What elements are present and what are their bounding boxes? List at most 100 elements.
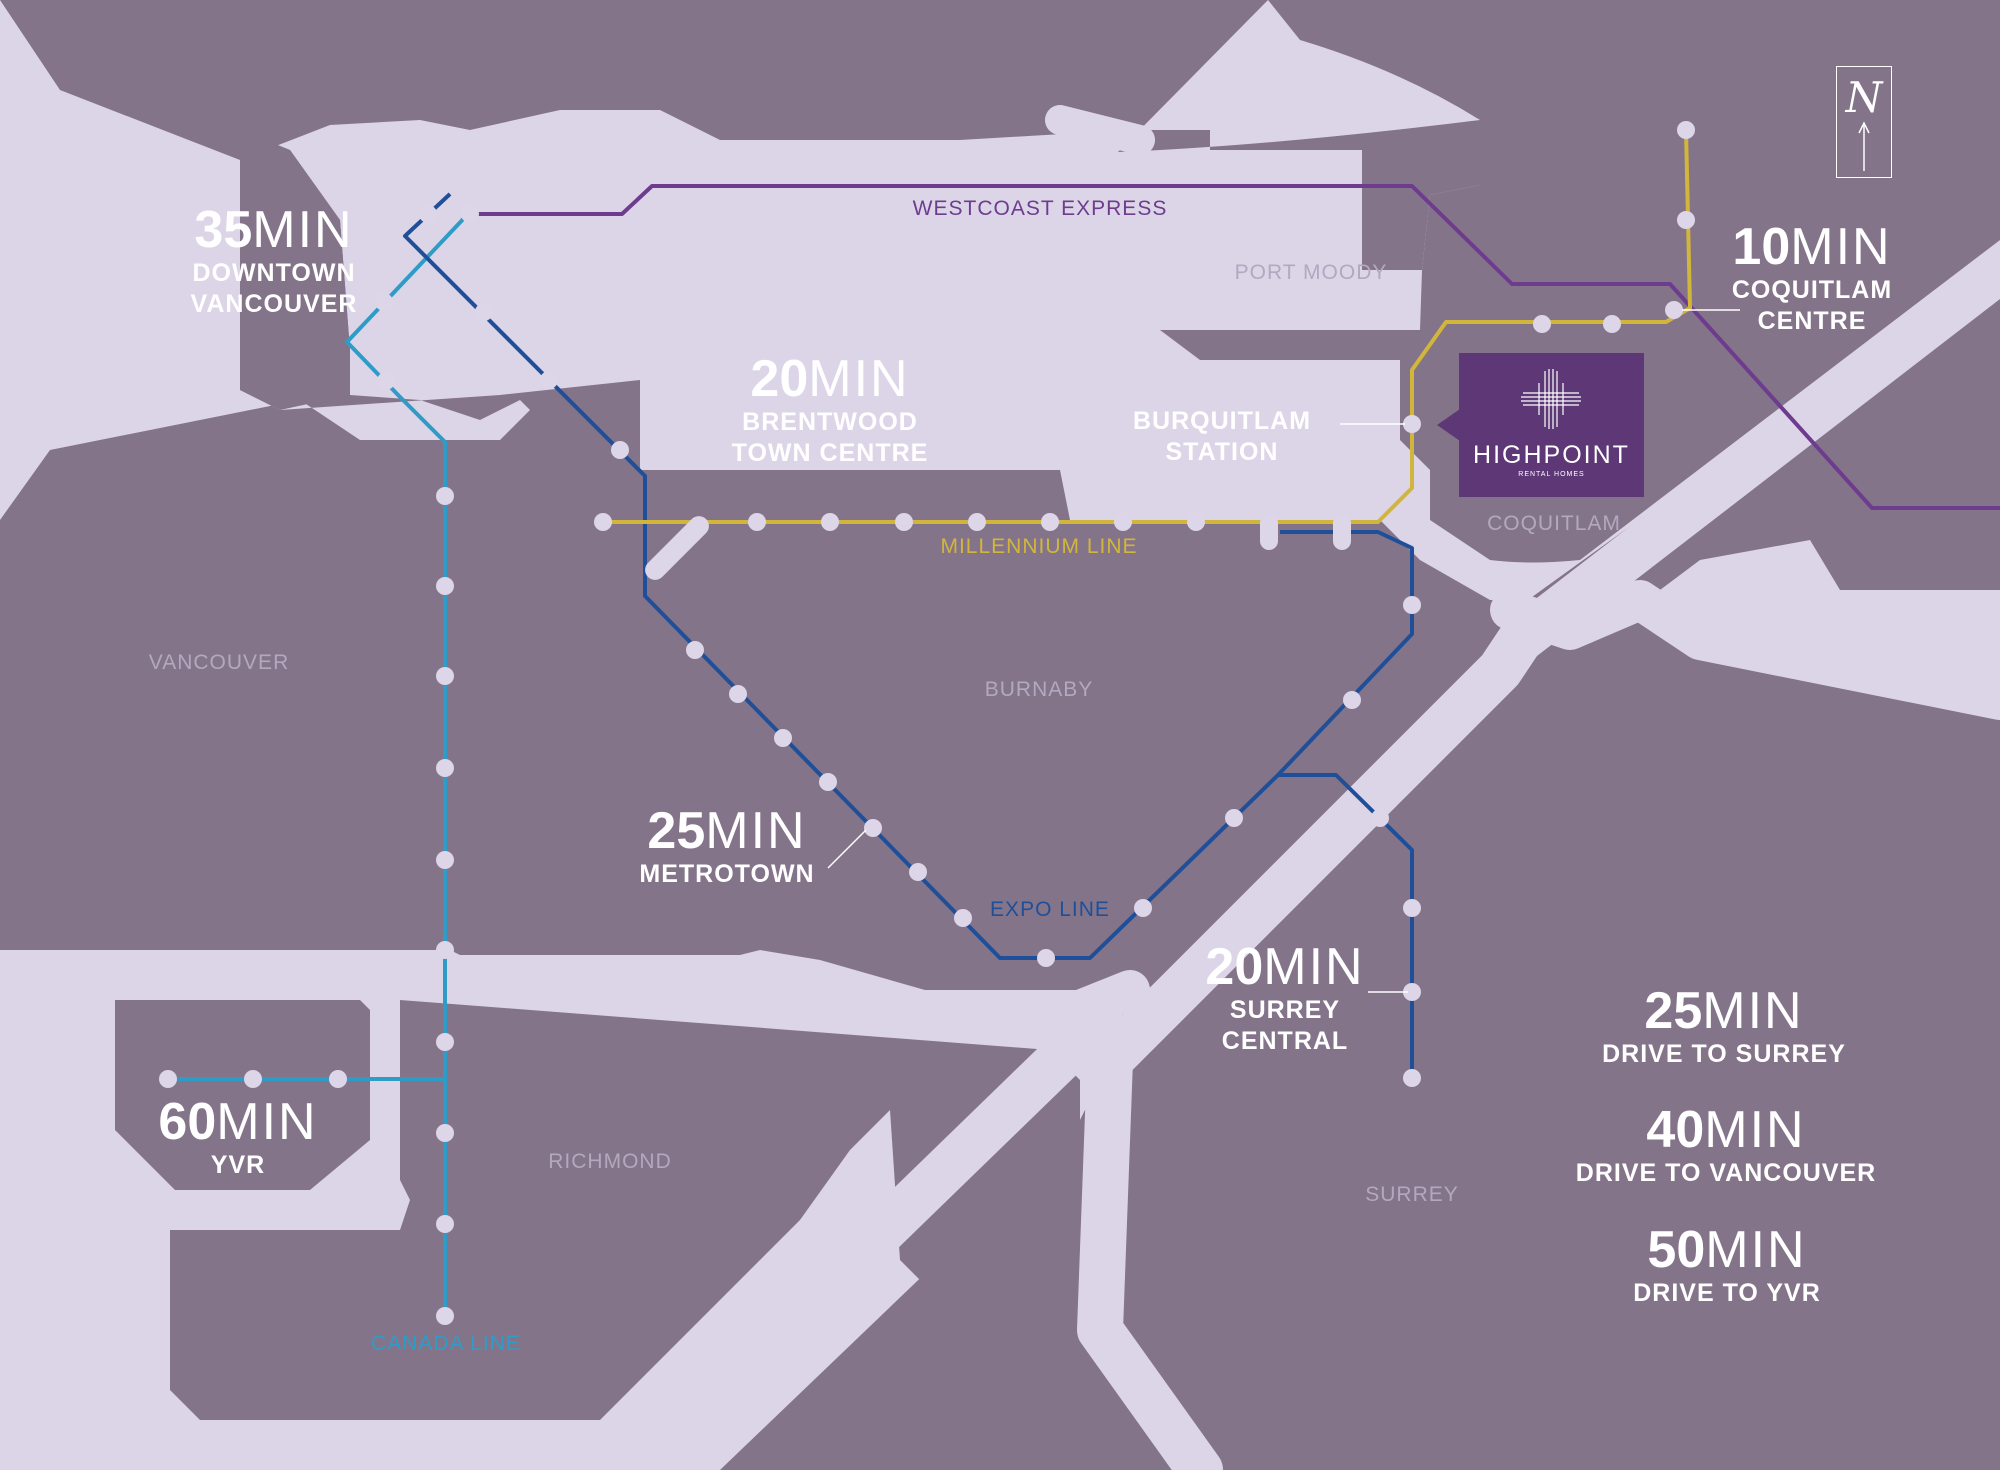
station-dot[interactable] (436, 941, 454, 959)
time-number: 25 (647, 802, 706, 860)
drive-number: 40 (1646, 1101, 1705, 1159)
station-dot[interactable] (244, 1070, 262, 1088)
station-dot[interactable] (159, 1070, 177, 1088)
inlet-north (1045, 105, 1155, 155)
river-main (1077, 247, 2000, 1470)
station-dot[interactable] (909, 863, 927, 881)
place-line2: STATION (1165, 438, 1279, 466)
station-dot[interactable] (375, 293, 393, 311)
station-dot[interactable] (1533, 315, 1551, 333)
station-dot[interactable] (864, 819, 882, 837)
logo-tagline: RENTAL HOMES (1518, 471, 1585, 478)
river-arm (737, 997, 1123, 1373)
drive-unit: MIN (1705, 1221, 1807, 1279)
station-dot[interactable] (821, 513, 839, 531)
place-line1: BRENTWOOD (742, 408, 918, 436)
land-richmond (170, 1000, 1080, 1420)
station-dot[interactable] (436, 1307, 454, 1325)
station-dot[interactable] (1403, 1069, 1421, 1087)
station-dot[interactable] (1037, 949, 1055, 967)
place-line1: BURQUITLAM (1132, 407, 1312, 435)
time-number: 20 (1205, 938, 1264, 996)
station-dot[interactable] (1603, 315, 1621, 333)
interchange-station[interactable] (1333, 514, 1351, 550)
station-dot[interactable] (1403, 415, 1421, 433)
place-line1: DOWNTOWN (192, 259, 356, 287)
station-dot[interactable] (748, 513, 766, 531)
place-line2: TOWN CENTRE (731, 439, 929, 467)
land-north-east (1160, 0, 2000, 563)
station-dot[interactable] (475, 303, 493, 321)
station-dot[interactable] (1677, 121, 1695, 139)
station-dot[interactable] (436, 667, 454, 685)
highpoint-logo[interactable]: HIGHPOINT RENTAL HOMES (1459, 353, 1644, 497)
station-dot[interactable] (954, 909, 972, 927)
station-dot[interactable] (1371, 809, 1389, 827)
station-dot[interactable] (1677, 211, 1695, 229)
station-dot[interactable] (1403, 899, 1421, 917)
place-line1: METROTOWN (639, 860, 815, 888)
station-dot[interactable] (436, 1215, 454, 1233)
land-north-shore (0, 0, 1480, 270)
station-dot[interactable] (436, 759, 454, 777)
station-dot[interactable] (1041, 513, 1059, 531)
station-dot[interactable] (686, 641, 704, 659)
time-number: 10 (1732, 218, 1791, 276)
expo-line-route (403, 192, 1414, 960)
place-line1: COQUITLAM (1731, 276, 1893, 304)
interchange-station[interactable] (1260, 514, 1278, 550)
time-unit: MIN (252, 201, 354, 259)
station-dot[interactable] (377, 372, 395, 390)
fraser-river (0, 955, 1150, 1030)
label-westcoast-express: WESTCOAST EXPRESS (912, 197, 1168, 220)
station-dot[interactable] (329, 1070, 347, 1088)
station-dot[interactable] (436, 577, 454, 595)
station-dot[interactable] (540, 371, 558, 389)
time-coquitlam-centre: 10MIN COQUITLAM CENTRE (1732, 219, 1892, 337)
station-dot[interactable] (594, 513, 612, 531)
drive-unit: MIN (1704, 1101, 1806, 1159)
station-dot[interactable] (895, 513, 913, 531)
time-yvr: 60MIN YVR (158, 1094, 317, 1181)
station-dot[interactable] (1403, 983, 1421, 1001)
station-dot[interactable] (1114, 513, 1132, 531)
drive-number: 25 (1644, 982, 1703, 1040)
station-dot[interactable] (1343, 691, 1361, 709)
station-dot[interactable] (419, 205, 437, 223)
land-burnaby-vancouver (0, 130, 1560, 1030)
station-dot[interactable] (1665, 301, 1683, 319)
label-canada-line: CANADA LINE (371, 1332, 521, 1355)
place-line2: VANCOUVER (190, 290, 358, 318)
drive-label: DRIVE TO VANCOUVER (1575, 1159, 1877, 1187)
station-dot[interactable] (729, 685, 747, 703)
station-dot[interactable] (1403, 596, 1421, 614)
label-millennium-line: MILLENNIUM LINE (940, 535, 1138, 558)
station-dot[interactable] (1187, 513, 1205, 531)
station-dot[interactable] (436, 1033, 454, 1051)
station-dot[interactable] (1134, 899, 1152, 917)
station-dot[interactable] (436, 1124, 454, 1142)
region-burnaby: BURNABY (984, 678, 1094, 701)
station-dot[interactable] (968, 513, 986, 531)
time-unit: MIN (1263, 938, 1365, 996)
station-dot[interactable] (436, 487, 454, 505)
station-dot[interactable] (436, 851, 454, 869)
north-arrow-icon: N (1836, 66, 1892, 178)
time-number: 60 (158, 1093, 217, 1151)
time-number: 35 (194, 201, 253, 259)
region-surrey: SURREY (1365, 1183, 1459, 1206)
station-dot[interactable] (819, 773, 837, 791)
place-line1: YVR (210, 1151, 266, 1179)
station-dot[interactable] (461, 205, 479, 223)
station-dot[interactable] (1225, 809, 1243, 827)
waterways (0, 105, 2000, 1470)
station-dot[interactable] (611, 441, 629, 459)
land-downtown-peninsula (240, 130, 350, 410)
time-surrey-central: 20MIN SURREY CENTRAL (1205, 939, 1364, 1057)
drive-time-yvr: 50MIN DRIVE TO YVR (1633, 1222, 1821, 1309)
station-dot[interactable] (774, 729, 792, 747)
highpoint-logo-icon (1521, 369, 1581, 429)
commercial-broadway-interchange[interactable] (641, 512, 713, 584)
